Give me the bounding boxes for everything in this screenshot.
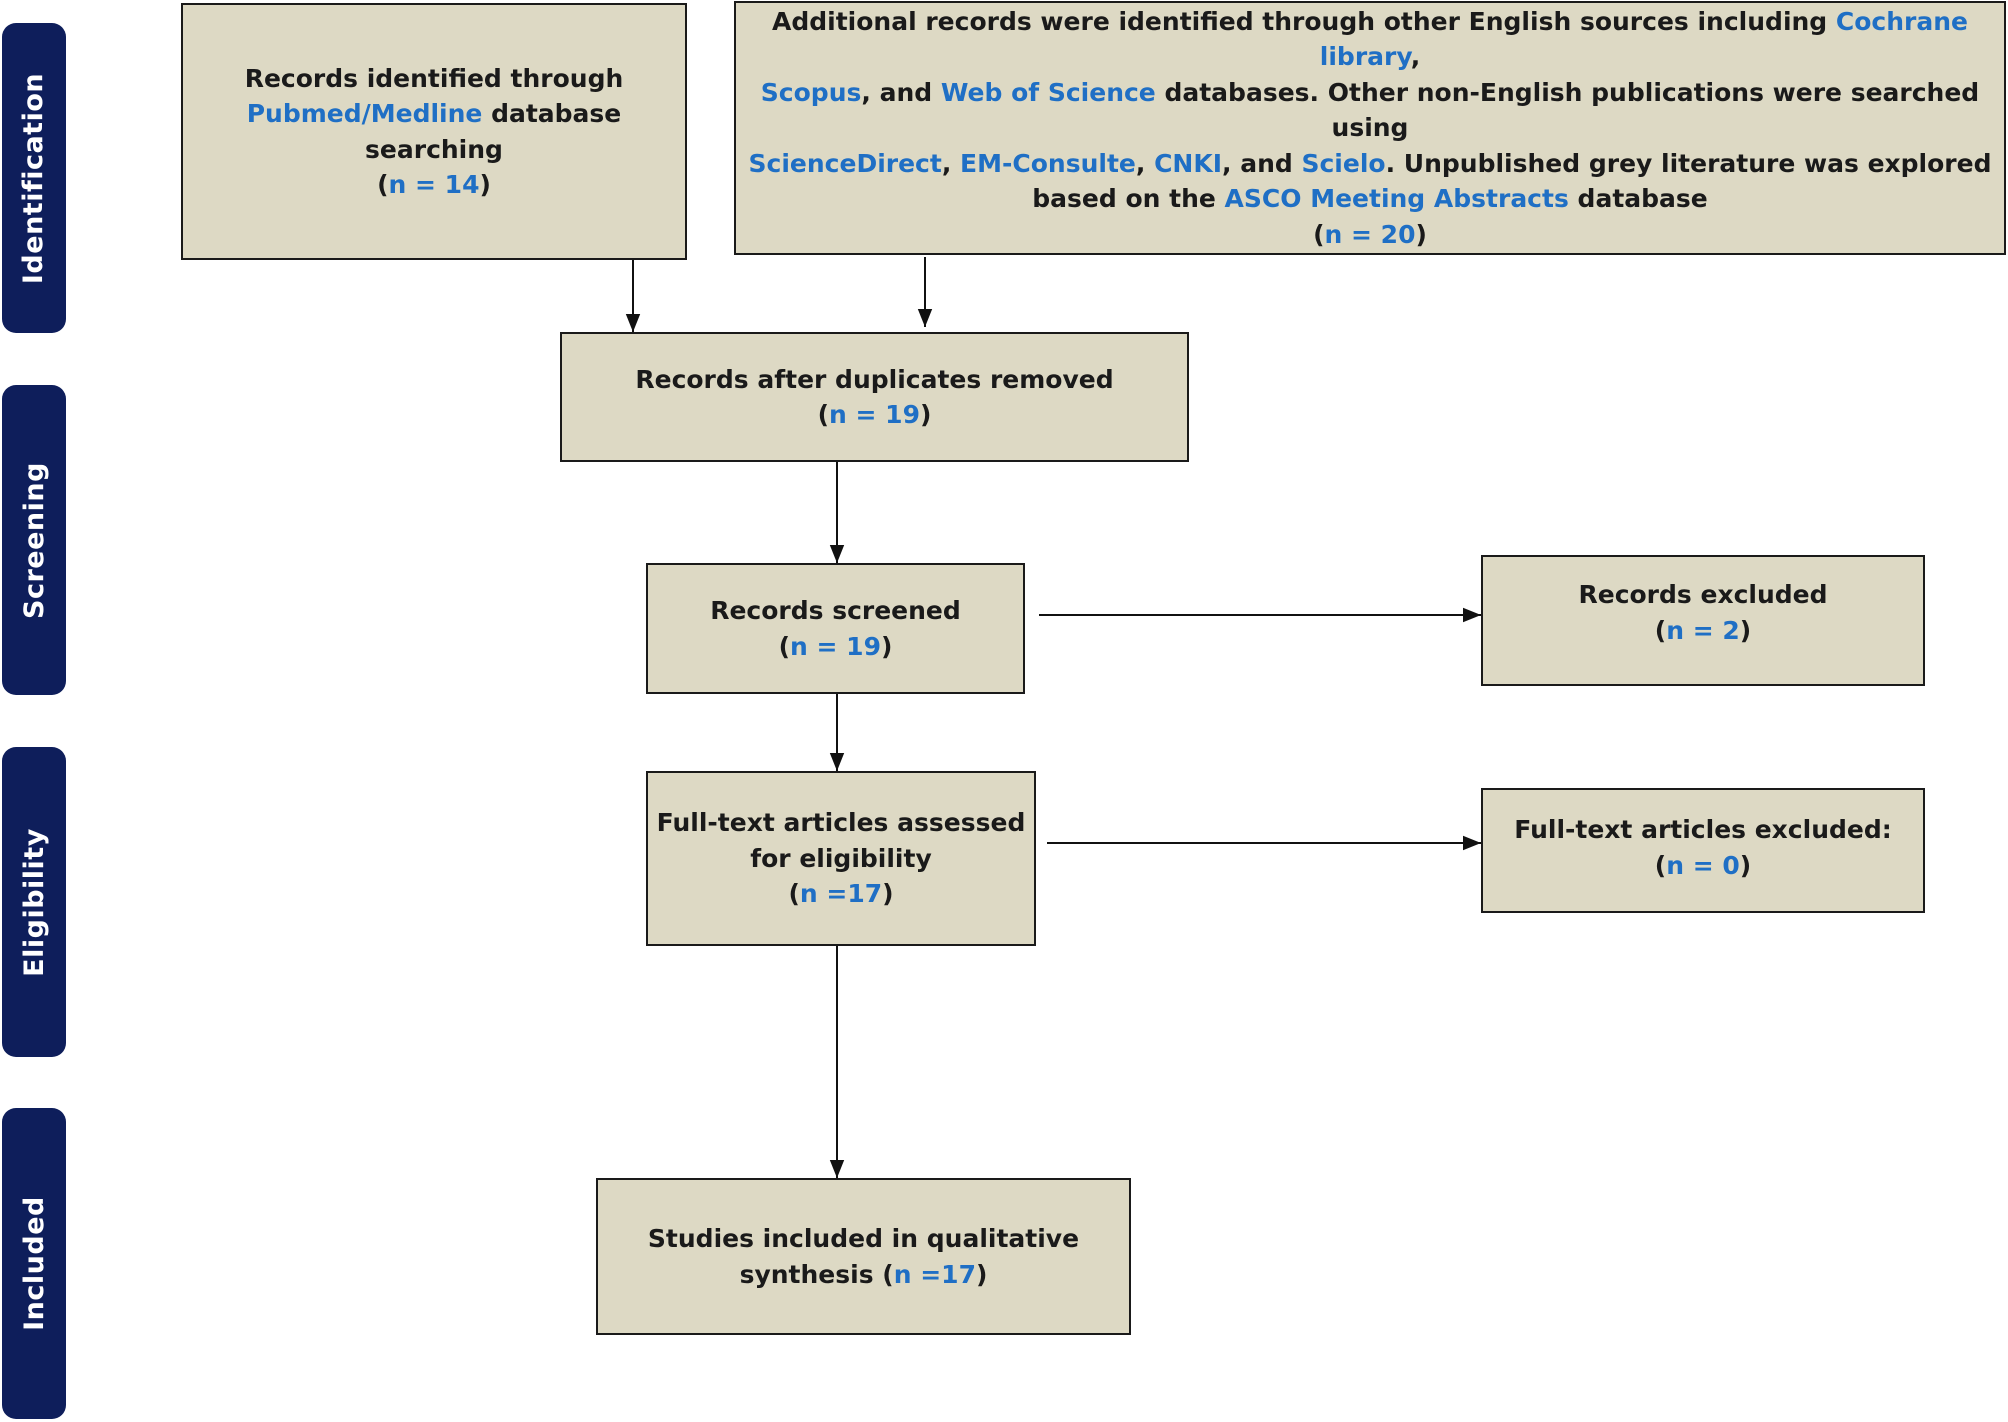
pubmed-count-value: n = 14 bbox=[388, 170, 480, 199]
included-line-2-text: synthesis bbox=[739, 1259, 883, 1289]
phase-included: Included bbox=[2, 1108, 66, 1419]
box-records-excluded: Records excluded (n = 2) bbox=[1481, 555, 1925, 686]
fulltext-excluded-count: (n = 0) bbox=[1654, 850, 1752, 880]
duplicates-count: (n = 19) bbox=[817, 400, 932, 429]
web-of-science-link[interactable]: Web of Science bbox=[940, 77, 1156, 107]
included-count-value: n =17 bbox=[893, 1259, 976, 1289]
included-line-2: synthesis (n =17) bbox=[739, 1259, 988, 1289]
additional-text-4: databases. Other non-English publication… bbox=[1155, 77, 1980, 143]
phase-screening: Screening bbox=[2, 385, 66, 695]
screened-count-value: n = 19 bbox=[790, 631, 881, 661]
additional-text-2: , bbox=[1410, 42, 1421, 72]
additional-count: (n = 20) bbox=[1313, 219, 1427, 249]
phase-screening-label: Screening bbox=[18, 461, 50, 619]
additional-line-2: Scopus, and Web of Science databases. Ot… bbox=[736, 75, 2004, 146]
box-pubmed-records: Records identified through Pubmed/Medlin… bbox=[181, 3, 687, 260]
sciencedirect-link[interactable]: ScienceDirect bbox=[748, 148, 942, 178]
phase-eligibility: Eligibility bbox=[2, 747, 66, 1057]
cochrane-library-link[interactable]: Cochrane library bbox=[1319, 6, 1968, 72]
phase-identification-label: Identification bbox=[18, 72, 50, 284]
box-records-screened: Records screened (n = 19) bbox=[646, 563, 1025, 694]
box-duplicates-removed: Records after duplicates removed (n = 19… bbox=[560, 332, 1189, 462]
phase-included-label: Included bbox=[18, 1196, 50, 1331]
scopus-link[interactable]: Scopus bbox=[760, 77, 862, 107]
pubmed-line-3: searching bbox=[365, 134, 503, 164]
duplicates-count-value: n = 19 bbox=[829, 400, 920, 429]
duplicates-label: Records after duplicates removed bbox=[635, 364, 1114, 394]
fulltext-line-2: for eligibility bbox=[750, 843, 932, 873]
box-studies-included: Studies included in qualitative synthesi… bbox=[596, 1178, 1131, 1335]
additional-text-7: , and bbox=[1222, 148, 1302, 178]
screened-label: Records screened bbox=[710, 596, 961, 625]
asco-abstracts-link[interactable]: ASCO Meeting Abstracts bbox=[1224, 184, 1569, 214]
screened-count: (n = 19) bbox=[778, 631, 893, 661]
pubmed-count: (n = 14) bbox=[377, 170, 491, 199]
included-line-1: Studies included in qualitative bbox=[647, 1224, 1080, 1253]
additional-text-10: database bbox=[1568, 184, 1708, 214]
additional-line-4: based on the ASCO Meeting Abstracts data… bbox=[1032, 181, 1708, 217]
additional-line-1: Additional records were identified throu… bbox=[736, 4, 2004, 75]
box-fulltext-excluded: Full-text articles excluded: (n = 0) bbox=[1481, 788, 1925, 913]
additional-text-1: Additional records were identified throu… bbox=[772, 6, 1836, 36]
excluded-label: Records excluded bbox=[1578, 580, 1828, 609]
scielo-link[interactable]: Scielo bbox=[1301, 148, 1386, 178]
cnki-link[interactable]: CNKI bbox=[1154, 148, 1223, 178]
pubmed-medline-link[interactable]: Pubmed/Medline bbox=[246, 99, 483, 128]
additional-line-3: ScienceDirect, EM-Consulte, CNKI, and Sc… bbox=[749, 146, 1992, 182]
fulltext-count: (n =17) bbox=[788, 879, 894, 909]
fulltext-line-1: Full-text articles assessed bbox=[656, 808, 1026, 838]
pubmed-line-2-rest: database bbox=[482, 99, 622, 128]
pubmed-line-2: Pubmed/Medline database bbox=[247, 96, 622, 132]
fulltext-excluded-count-value: n = 0 bbox=[1666, 850, 1740, 880]
box-fulltext-assessed: Full-text articles assessed for eligibil… bbox=[646, 771, 1036, 946]
phase-eligibility-label: Eligibility bbox=[18, 827, 50, 977]
additional-text-6: , bbox=[1135, 148, 1155, 178]
em-consulte-link[interactable]: EM-Consulte bbox=[960, 148, 1136, 178]
excluded-count-value: n = 2 bbox=[1666, 615, 1740, 645]
additional-count-value: n = 20 bbox=[1324, 219, 1416, 249]
fulltext-count-value: n =17 bbox=[799, 879, 883, 909]
fulltext-excluded-label: Full-text articles excluded: bbox=[1514, 815, 1892, 844]
additional-text-9: based on the bbox=[1032, 184, 1225, 214]
additional-text-3: , and bbox=[861, 77, 941, 107]
additional-text-5: , bbox=[941, 148, 961, 178]
phase-identification: Identification bbox=[2, 23, 66, 333]
box-additional-records: Additional records were identified throu… bbox=[734, 1, 2006, 255]
excluded-count: (n = 2) bbox=[1654, 615, 1752, 645]
additional-text-8: . Unpublished grey literature was explor… bbox=[1385, 148, 1992, 178]
pubmed-line-1: Records identified through bbox=[244, 63, 624, 93]
